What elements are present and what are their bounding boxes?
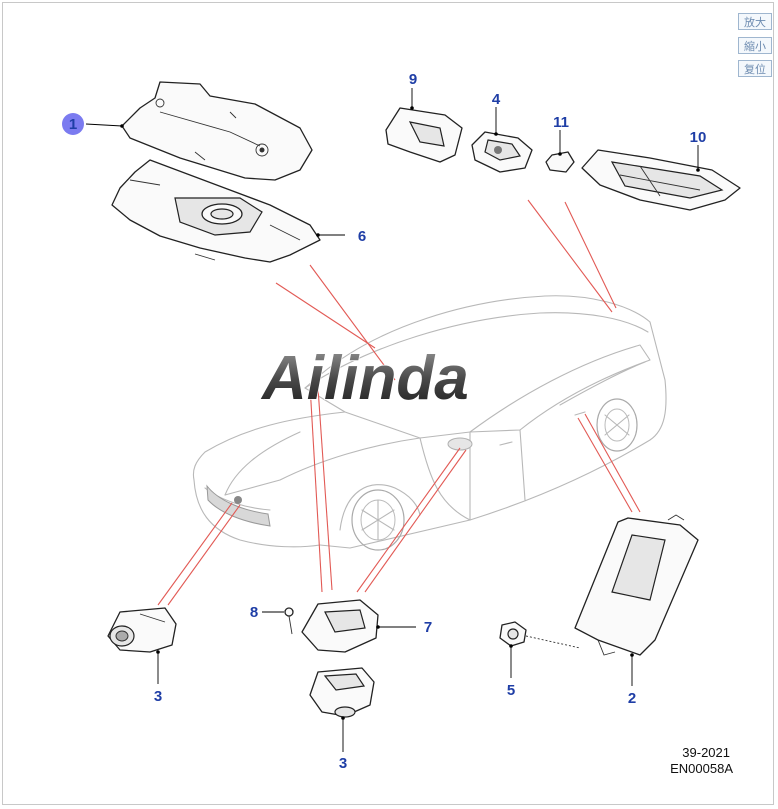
part-11-connector[interactable] — [545, 151, 575, 173]
callout-3-left[interactable]: 3 — [154, 688, 162, 705]
callout-2[interactable]: 2 — [628, 690, 636, 707]
date-code: 39-2021 — [682, 745, 730, 760]
part-3-camera-bottom[interactable] — [309, 667, 375, 718]
location-leaders — [157, 199, 641, 606]
callout-11[interactable]: 11 — [553, 114, 569, 131]
callout-3-bottom[interactable]: 3 — [339, 755, 347, 772]
part-1-cover[interactable] — [121, 81, 313, 181]
callout-10[interactable]: 10 — [690, 129, 707, 146]
reset-view-button[interactable]: 复位 — [738, 60, 772, 77]
part-7-housing[interactable] — [301, 599, 379, 653]
callout-6[interactable]: 6 — [358, 228, 366, 245]
zoom-in-button[interactable]: 放大 — [738, 13, 772, 30]
callout-8[interactable]: 8 — [250, 604, 258, 621]
part-9-bracket[interactable] — [385, 107, 463, 163]
callout-7[interactable]: 7 — [424, 619, 432, 636]
callout-1[interactable]: 1 — [69, 116, 77, 133]
part-2-control-module[interactable] — [574, 514, 699, 656]
callout-4[interactable]: 4 — [492, 91, 501, 108]
part-10-tray[interactable] — [581, 149, 741, 211]
part-4-module[interactable] — [471, 131, 533, 173]
part-5-nut[interactable] — [499, 621, 581, 649]
part-8-screw[interactable] — [284, 607, 294, 635]
zoom-out-button[interactable]: 縮小 — [738, 37, 772, 54]
callout-9[interactable]: 9 — [409, 71, 417, 88]
watermark-text: Ailinda — [260, 344, 469, 413]
callout-1-highlight — [62, 113, 84, 135]
part-6-console[interactable] — [111, 159, 321, 263]
callout-leaders — [85, 88, 700, 752]
callout-5[interactable]: 5 — [507, 682, 515, 699]
vehicle-outline — [192, 295, 667, 551]
part-3-camera-left[interactable] — [107, 607, 177, 653]
drawing-id: EN00058A — [670, 761, 733, 776]
